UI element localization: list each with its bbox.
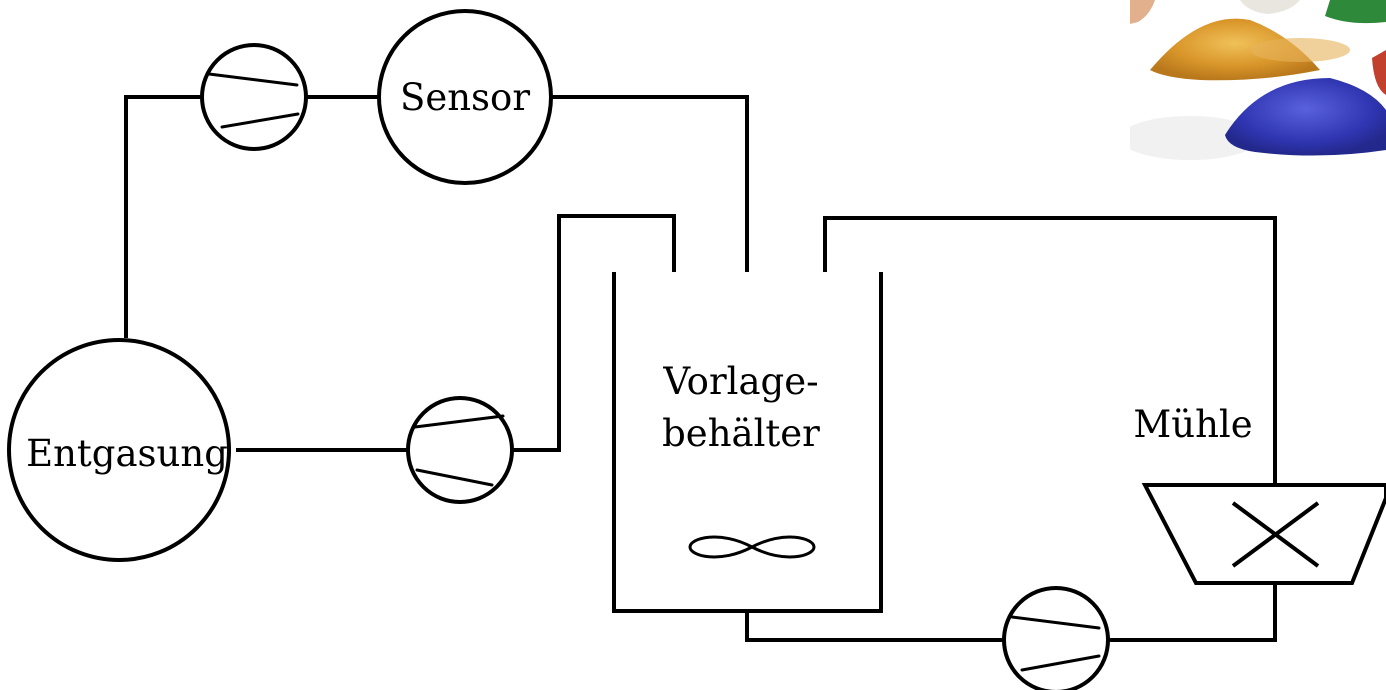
pipe-tank-to-muehle	[823, 216, 1277, 483]
muehle-mill	[1141, 483, 1386, 585]
pipe-network	[124, 95, 1277, 642]
vorlagebehaelter-tank	[612, 272, 883, 613]
pipe-bottom-pump-to-tank	[745, 611, 1004, 642]
muehle-label: Mühle	[1133, 403, 1252, 446]
stirrer-icon	[688, 535, 816, 559]
pipe-entgasung-to-top-pump	[124, 95, 202, 338]
entgasung-label: Entgasung	[26, 432, 228, 475]
pump-top-icon	[200, 43, 308, 151]
pump-middle-icon	[406, 396, 514, 504]
pump-bottom-icon	[1002, 586, 1110, 690]
sensor-circle	[377, 9, 553, 185]
vorlagebehaelter-label-line2: behälter	[662, 412, 820, 455]
pipe-muehle-to-bottom-pump	[1108, 583, 1277, 642]
pigment-powder-photo	[1130, 0, 1386, 160]
entgasung-vessel	[7, 338, 231, 562]
pipe-middle-pump-to-tank	[512, 214, 676, 452]
vorlagebehaelter-label-line1: Vorlage-	[662, 360, 818, 403]
sensor-label: Sensor	[400, 76, 530, 119]
mill-body	[1141, 483, 1386, 585]
pipe-sensor-to-tank	[552, 95, 749, 272]
mill-cross-icon-2	[1231, 501, 1320, 568]
